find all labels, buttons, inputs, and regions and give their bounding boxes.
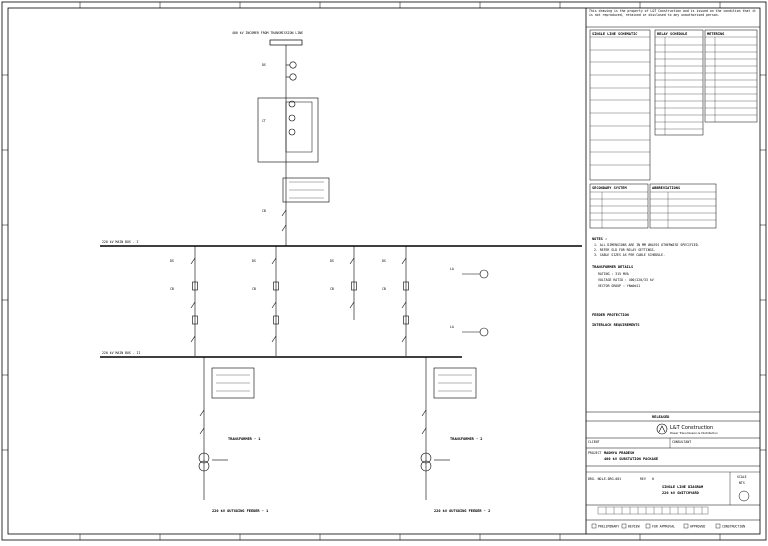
sheet-title-2: 220 kV SWITCHYARD	[662, 491, 699, 495]
company-name: L&T Construction	[670, 425, 713, 431]
outgoing-feeder-2: TRANSFORMER - 2 220 kV OUTGOING FEEDER -…	[420, 357, 490, 513]
svg-text:DS: DS	[170, 259, 174, 263]
svg-text:220 kV OUTGOING FEEDER - 1: 220 kV OUTGOING FEEDER - 1	[212, 509, 268, 513]
svg-text:CONSTRUCTION: CONSTRUCTION	[722, 525, 745, 529]
svg-text:VOLTAGE RATIO : 400/220/33 kV: VOLTAGE RATIO : 400/220/33 kV	[598, 278, 654, 282]
consultant-label: CONSULTANT	[672, 440, 691, 444]
scale-value: NTS	[739, 481, 745, 485]
svg-text:RATING : 315 MVA: RATING : 315 MVA	[598, 272, 629, 276]
svg-text:2. REFER SLD FOR RELAY SETTING: 2. REFER SLD FOR RELAY SETTINGS.	[594, 248, 655, 252]
svg-text:CB: CB	[170, 287, 174, 291]
lt-logo-icon	[656, 423, 668, 435]
revision-label: REV	[640, 477, 646, 481]
incomer-label: 400 kV INCOMER FROM TRANSMISSION LINE	[232, 31, 303, 35]
secondary-header: SECONDARY SYSTEM	[592, 186, 627, 190]
svg-text:VECTOR GROUP : YNa0d11: VECTOR GROUP : YNa0d11	[598, 284, 640, 288]
svg-text:CB: CB	[252, 287, 256, 291]
project-title: MADHYA PRADESH	[604, 451, 634, 455]
drawing-number: LE-DRG-001	[602, 477, 621, 481]
status-checkboxes: PRELIMINARY REVIEW FOR APPROVAL APPROVED…	[591, 523, 745, 529]
metering-header: METERING	[707, 32, 724, 36]
svg-text:PRELIMINARY: PRELIMINARY	[598, 525, 619, 529]
svg-text:REVIEW: REVIEW	[628, 525, 640, 529]
protection-header: FEEDER PROTECTION	[592, 313, 629, 317]
bus2-label: 220 kV MAIN BUS - II	[102, 351, 140, 355]
svg-text:CT: CT	[262, 119, 266, 123]
abbreviations-header: ABBREVIATIONS	[652, 186, 680, 190]
svg-text:FOR APPROVAL: FOR APPROVAL	[652, 525, 675, 529]
svg-text:CB: CB	[262, 209, 266, 213]
bus-bays: DS CB DS CB DS CB DS CB LA LA	[170, 246, 489, 356]
released-stamp: RELEASED	[652, 415, 669, 419]
svg-text:CB: CB	[330, 287, 334, 291]
company-tagline: Power Transmission & Distribution	[670, 431, 718, 435]
relay-header: RELAY SCHEDULE	[657, 32, 687, 36]
svg-text:LA: LA	[450, 267, 454, 271]
project-label: PROJECT	[588, 451, 602, 455]
svg-text:DS: DS	[382, 259, 386, 263]
svg-text:220 kV OUTGOING FEEDER - 2: 220 kV OUTGOING FEEDER - 2	[434, 509, 490, 513]
projection-icon	[738, 490, 750, 502]
client-label: CLIENT	[588, 440, 600, 444]
svg-text:3. CABLE SIZES AS PER CABLE SC: 3. CABLE SIZES AS PER CABLE SCHEDULE.	[594, 253, 665, 257]
svg-text:TRANSFORMER - 1: TRANSFORMER - 1	[228, 437, 260, 441]
notes-header: NOTES :	[592, 237, 607, 241]
project-subtitle: 400 kV SUBSTATION PACKAGE	[604, 457, 658, 461]
drawing-number-label: DRG. NO.	[588, 477, 603, 481]
svg-text:1. ALL DIMENSIONS ARE IN MM UN: 1. ALL DIMENSIONS ARE IN MM UNLESS OTHER…	[594, 243, 700, 247]
revision-value: 0	[652, 477, 654, 481]
title-block: This drawing is the property of L&T Cons…	[585, 8, 760, 534]
svg-text:APPROVED: APPROVED	[690, 525, 705, 529]
bus1-label: 220 kV MAIN BUS - I	[102, 240, 139, 244]
svg-text:TRANSFORMER - 2: TRANSFORMER - 2	[450, 437, 482, 441]
incomer-feeder: 400 kV INCOMER FROM TRANSMISSION LINE CT…	[232, 31, 330, 246]
bus-2: 220 kV MAIN BUS - II	[100, 351, 462, 358]
svg-text:CB: CB	[382, 287, 386, 291]
legend-header: SINGLE LINE SCHEMATIC	[592, 32, 637, 36]
spec-header: TRANSFORMER DETAILS	[592, 265, 633, 269]
svg-text:DS: DS	[262, 63, 266, 67]
sheet-title-1: SINGLE LINE DIAGRAM	[662, 485, 704, 489]
svg-text:LA: LA	[450, 325, 454, 329]
svg-text:DS: DS	[252, 259, 256, 263]
scale-label: SCALE	[737, 475, 747, 479]
outgoing-feeder-1: TRANSFORMER - 1 220 kV OUTGOING FEEDER -…	[198, 357, 268, 513]
drawing-note: This drawing is the property of L&T Cons…	[589, 9, 756, 17]
bus-1: 220 kV MAIN BUS - I	[100, 240, 582, 247]
svg-text:DS: DS	[330, 259, 334, 263]
interlock-header: INTERLOCK REQUIREMENTS	[592, 323, 640, 327]
